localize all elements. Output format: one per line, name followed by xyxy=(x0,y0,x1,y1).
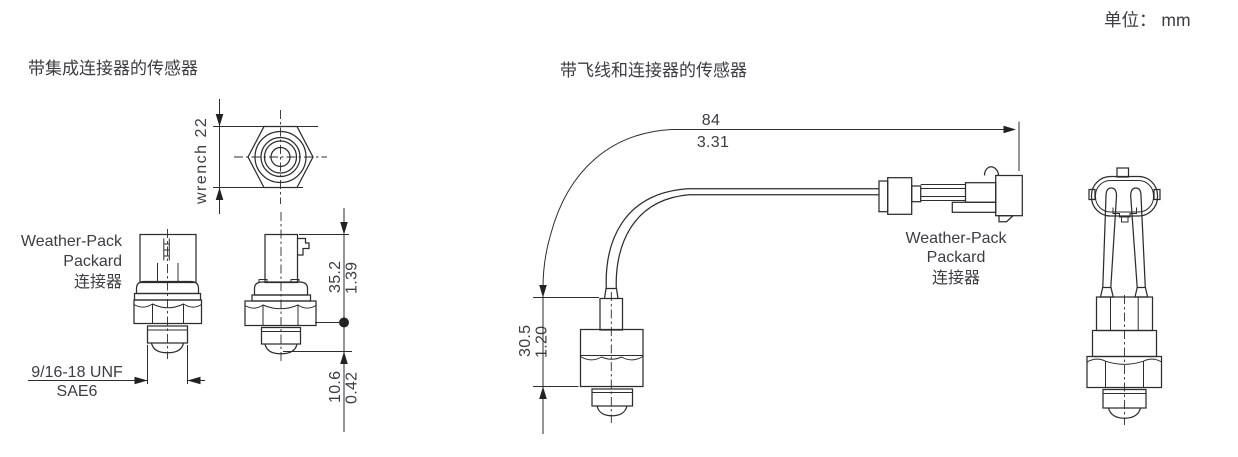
dim-wrench-22: wrench 22 xyxy=(193,117,210,205)
dim-body-in: 1.20 xyxy=(534,326,551,358)
dim-body-mm: 30.5 xyxy=(517,325,534,357)
lead-dimension-lines xyxy=(533,121,1020,434)
inline-connector xyxy=(878,166,1023,223)
connector-label-left-line1: Weather-Pack xyxy=(21,233,123,250)
dim-thread-in: 0.42 xyxy=(344,372,361,404)
dim-height-in: 1.39 xyxy=(344,262,361,294)
dim-lead-mm: 84 xyxy=(702,112,720,129)
top-view-hex-nut xyxy=(234,110,327,204)
thread-dimension-lines xyxy=(28,345,205,385)
connector-label-left-line2: Packard xyxy=(63,253,122,270)
height-dimension-lines xyxy=(283,208,352,432)
thread-label-line2: SAE6 xyxy=(57,383,98,400)
wrench-dimension-lines xyxy=(213,99,318,214)
connector-label-right-line2: Packard xyxy=(927,249,986,266)
thread-label-line1: 9/16-18 UNF xyxy=(31,364,123,381)
dim-height-mm: 35.2 xyxy=(327,261,344,293)
title-flying-lead-sensor: 带飞线和连接器的传感器 xyxy=(560,61,747,80)
dim-thread-mm: 10.6 xyxy=(327,371,344,403)
sensor-side-view xyxy=(244,212,317,362)
right-connector-figure xyxy=(1086,167,1163,425)
sensor-front-view xyxy=(133,229,203,359)
title-integrated-sensor: 带集成连接器的传感器 xyxy=(28,59,198,78)
connector-label-right-line3: 连接器 xyxy=(932,269,980,287)
flying-lead-sensor-body xyxy=(579,188,879,423)
connector-label-left-line3: 连接器 xyxy=(74,273,122,291)
connector-label-right-line1: Weather-Pack xyxy=(905,230,1007,247)
unit-label: 单位： mm xyxy=(1104,10,1191,30)
dim-lead-in: 3.31 xyxy=(697,134,729,151)
